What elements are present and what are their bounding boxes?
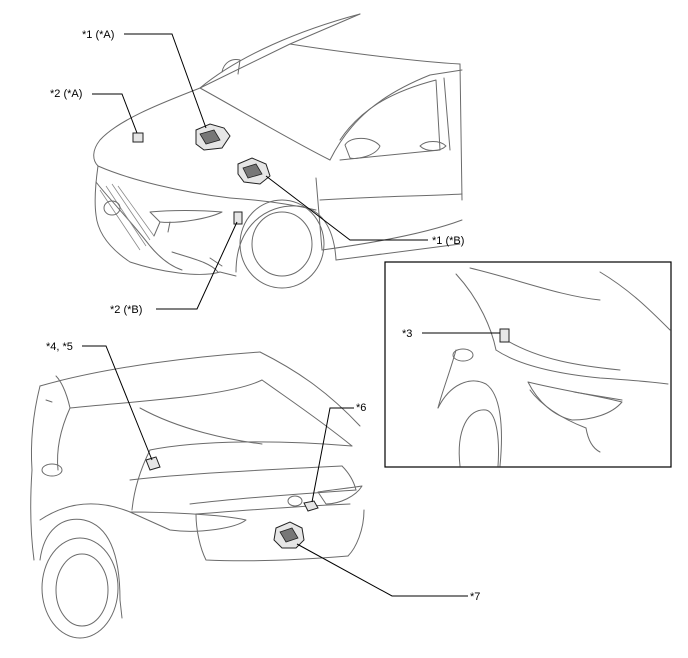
callout-2a: *2 (*A) — [50, 88, 82, 100]
leader-6 — [311, 407, 354, 503]
part-3-icon — [499, 328, 510, 343]
front-car-illustration — [93, 13, 463, 289]
leader-1a — [124, 33, 207, 129]
part-4-5-icon — [145, 456, 161, 471]
part-1a-icon — [195, 123, 231, 151]
part-6-icon — [303, 500, 319, 512]
callout-7: *7 — [470, 591, 480, 603]
callout-2b: *2 (*B) — [110, 304, 142, 316]
part-1b-icon — [237, 157, 271, 185]
leader-2b — [156, 221, 238, 310]
callout-3: *3 — [402, 328, 412, 340]
callout-6: *6 — [356, 402, 366, 414]
leader-4-5 — [82, 345, 153, 461]
part-2b-icon — [233, 211, 243, 225]
inset-frame — [384, 261, 672, 468]
part-7-icon — [273, 521, 305, 549]
callout-1a: *1 (*A) — [82, 29, 114, 41]
callout-1b: *1 (*B) — [432, 235, 464, 247]
leader-7 — [296, 543, 468, 597]
callout-4-5: *4, *5 — [46, 341, 73, 353]
rear-car-illustration — [30, 351, 365, 639]
inset-car-illustration — [437, 267, 671, 467]
leader-2a — [92, 93, 138, 134]
part-2a-icon — [132, 132, 144, 143]
leader-1b — [265, 175, 428, 241]
